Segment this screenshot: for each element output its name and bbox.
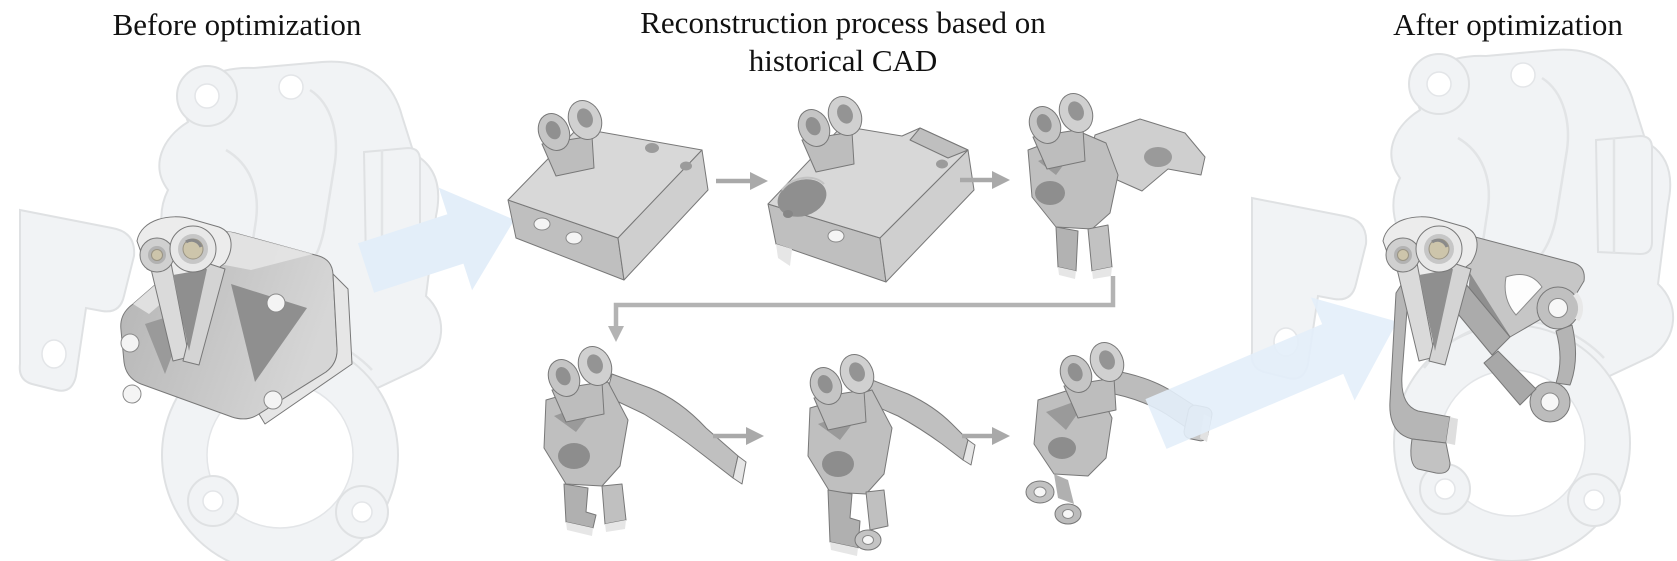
title-before-optimization: Before optimization <box>112 7 362 42</box>
arrow-step1-step2 <box>716 172 768 190</box>
bracket-after <box>1381 215 1585 474</box>
arrow-step5-step6 <box>962 427 1010 445</box>
title-after-optimization: After optimization <box>1393 7 1623 42</box>
arrow-step2-step3 <box>960 171 1010 189</box>
connector-row1-row2 <box>608 276 1116 342</box>
title-reconstruction-process: Reconstruction process based on historic… <box>640 5 1046 79</box>
reconstruction-step-5 <box>804 348 976 556</box>
reconstruction-step-1 <box>507 94 709 281</box>
after-assembly <box>1145 48 1675 561</box>
reconstruction-step-4 <box>542 340 747 536</box>
before-assembly <box>18 60 515 561</box>
reconstruction-step-3 <box>1023 87 1206 279</box>
flow-arrow-to-reconstruction <box>357 187 515 293</box>
arrow-step4-step5 <box>713 427 764 445</box>
bolt-holes <box>120 293 286 410</box>
bracket-before <box>120 215 353 425</box>
flow-arrow-to-after <box>1145 297 1398 449</box>
reconstruction-step-2 <box>767 90 975 283</box>
